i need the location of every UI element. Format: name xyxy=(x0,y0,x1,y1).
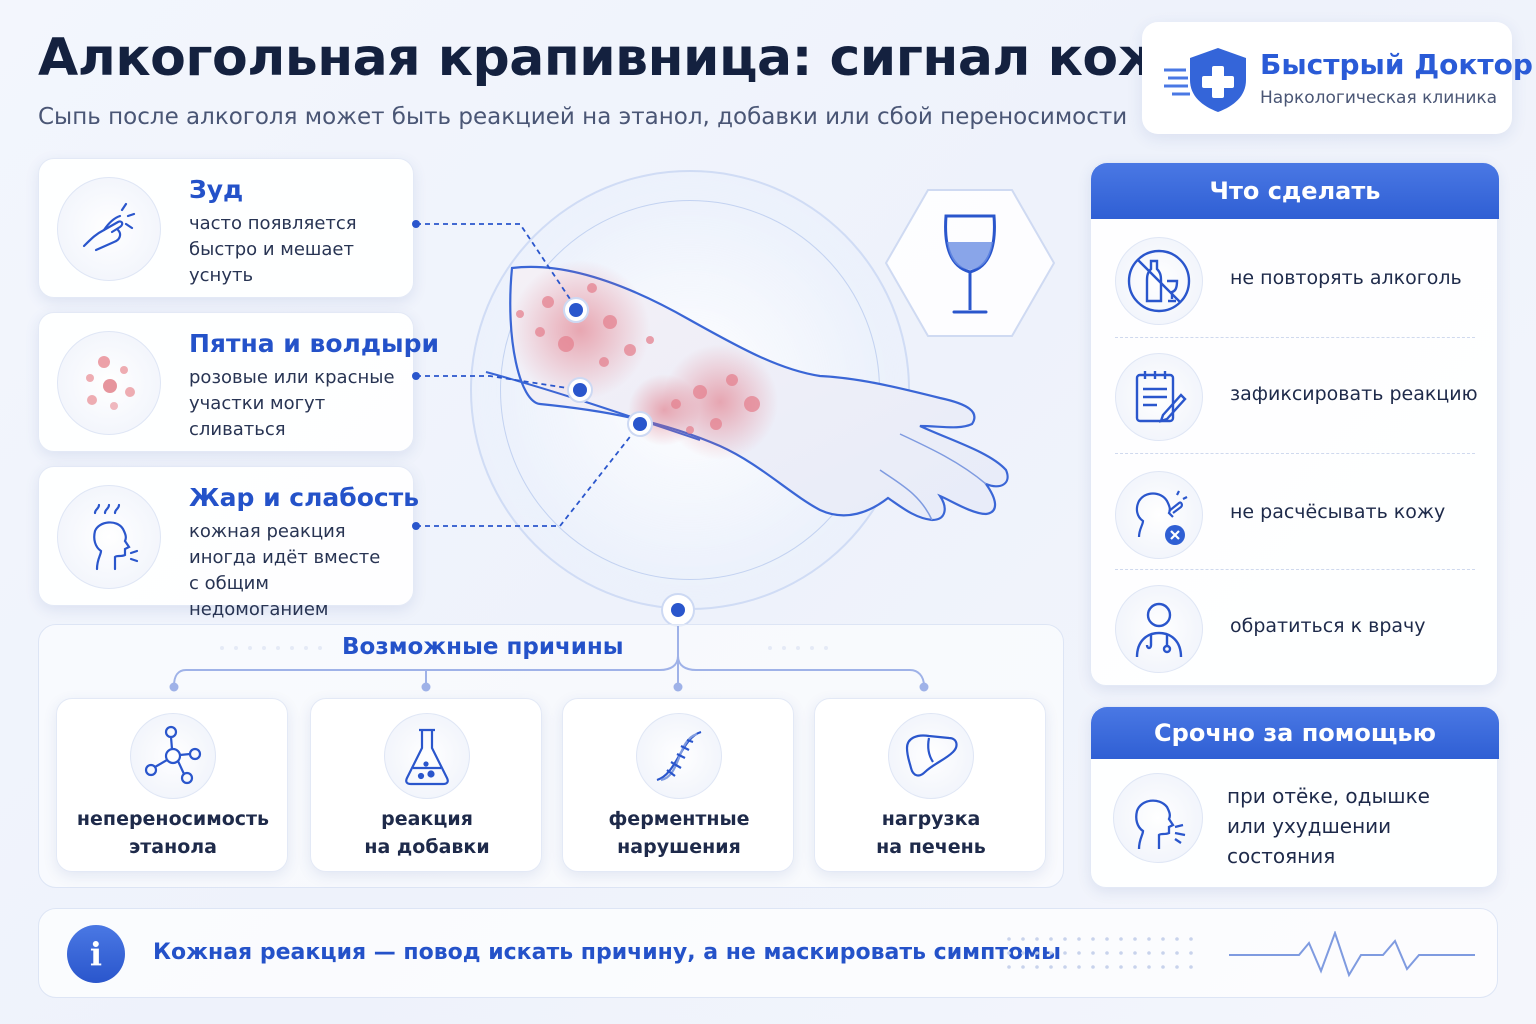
brand-logo[interactable]: Быстрый Доктор Наркологическая клиника xyxy=(1142,22,1533,134)
action-text: не повторять алкоголь xyxy=(1230,267,1462,289)
liver-icon xyxy=(888,713,974,799)
urgent-text: при отёке, одышке или ухудшении состояни… xyxy=(1227,784,1430,868)
causes-title: Возможные причины xyxy=(342,634,624,660)
symptom-title: Жар и слабость xyxy=(189,483,420,512)
divider xyxy=(1115,337,1475,338)
molecule-icon xyxy=(130,713,216,799)
wine-glass-icon xyxy=(884,189,1056,337)
no-alcohol-icon xyxy=(1115,237,1203,325)
rash-spots-icon xyxy=(57,331,161,435)
info-icon: i xyxy=(67,925,125,983)
action-text: не расчёсывать кожу xyxy=(1230,501,1446,523)
page-title: Алкогольная крапивница: сигнал кожи xyxy=(38,28,1205,88)
flask-icon xyxy=(384,713,470,799)
shield-cross-icon xyxy=(1164,48,1246,112)
page-subtitle: Сыпь после алкоголя может быть реакцией … xyxy=(38,104,1128,130)
notepad-icon xyxy=(1115,353,1203,441)
divider xyxy=(1115,569,1475,570)
action-item: не повторять алкоголь xyxy=(1115,223,1475,327)
symptom-card-fever: Жар и слабость кожная реакция иногда идё… xyxy=(38,466,419,620)
fever-person-icon xyxy=(57,485,161,589)
doctor-icon xyxy=(1115,585,1203,673)
breathing-person-icon xyxy=(1113,773,1203,863)
actions-title: Что сделать xyxy=(1091,163,1499,219)
divider xyxy=(1115,453,1475,454)
dna-icon xyxy=(636,713,722,799)
symptom-card-itch: Зуд часто появляется быстро и мешает усн… xyxy=(38,158,414,298)
footer-banner: i Кожная реакция — повод искать причину,… xyxy=(38,908,1498,998)
footer-text: Кожная реакция — повод искать причину, а… xyxy=(153,940,1062,965)
heartbeat-line-icon xyxy=(1007,931,1475,978)
symptom-description: часто появляется быстро и мешает уснуть xyxy=(189,213,357,286)
symptom-title: Зуд xyxy=(189,175,244,204)
brand-name: Быстрый Доктор xyxy=(1260,48,1533,81)
symptom-card-spots: Пятна и волдыри розовые или красные учас… xyxy=(38,312,439,452)
action-text: обратиться к врачу xyxy=(1230,615,1426,637)
action-text: зафиксировать реакцию xyxy=(1230,383,1478,405)
action-item: не расчёсывать кожу xyxy=(1115,457,1475,561)
actions-panel: Что сделать не повторять алкоголь зафикс… xyxy=(1090,162,1499,686)
itch-hand-icon xyxy=(57,177,161,281)
urgent-title: Срочно за помощью xyxy=(1091,707,1499,759)
symptom-description: розовые или красные участки могут сливат… xyxy=(189,367,395,440)
brand-tagline: Наркологическая клиника xyxy=(1260,88,1498,108)
urgent-panel: Срочно за помощью при отёке, одышке или … xyxy=(1090,706,1499,888)
symptom-title: Пятна и волдыри xyxy=(189,329,440,358)
no-scratch-icon xyxy=(1115,471,1203,559)
action-item: зафиксировать реакцию xyxy=(1115,339,1478,443)
action-item: обратиться к врачу xyxy=(1115,571,1475,675)
symptom-description: кожная реакция иногда идёт вместе с общи… xyxy=(189,521,381,620)
